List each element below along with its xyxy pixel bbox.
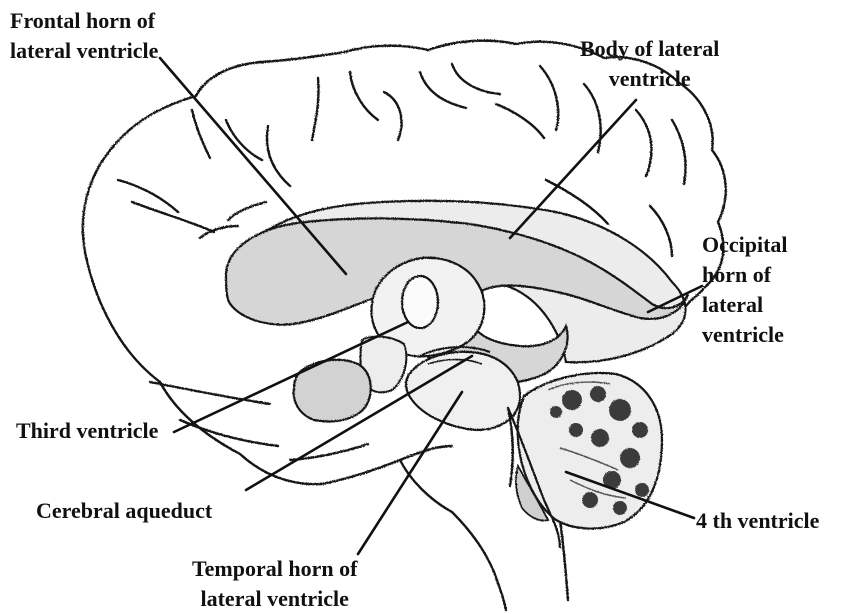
label-body: Body of lateral ventricle [580,34,719,94]
label-occipital-horn-line3: lateral [702,290,788,320]
cerebellum [508,373,662,548]
label-fourth-ventricle-text: 4 th ventricle [696,506,819,536]
label-temporal-horn: Temporal horn of lateral ventricle [192,554,357,614]
label-frontal-horn: Frontal horn of lateral ventricle [10,6,158,66]
label-occipital-horn-line4: ventricle [702,320,788,350]
label-cerebral-aqueduct-text: Cerebral aqueduct [36,496,212,526]
label-occipital-horn: Occipital horn of lateral ventricle [702,230,788,350]
label-cerebral-aqueduct: Cerebral aqueduct [36,496,212,526]
label-frontal-horn-line2: lateral ventricle [10,36,158,66]
label-frontal-horn-line1: Frontal horn of [10,6,158,36]
label-body-line2: ventricle [580,64,719,94]
label-temporal-horn-line1: Temporal horn of [192,554,357,584]
label-temporal-horn-line2: lateral ventricle [192,584,357,614]
label-body-line1: Body of lateral [580,34,719,64]
label-occipital-horn-line2: horn of [702,260,788,290]
leader-temporal-horn [358,392,462,554]
label-third-ventricle: Third ventricle [16,416,158,446]
label-occipital-horn-line1: Occipital [702,230,788,260]
label-fourth-ventricle: 4 th ventricle [696,506,819,536]
label-third-ventricle-text: Third ventricle [16,416,158,446]
